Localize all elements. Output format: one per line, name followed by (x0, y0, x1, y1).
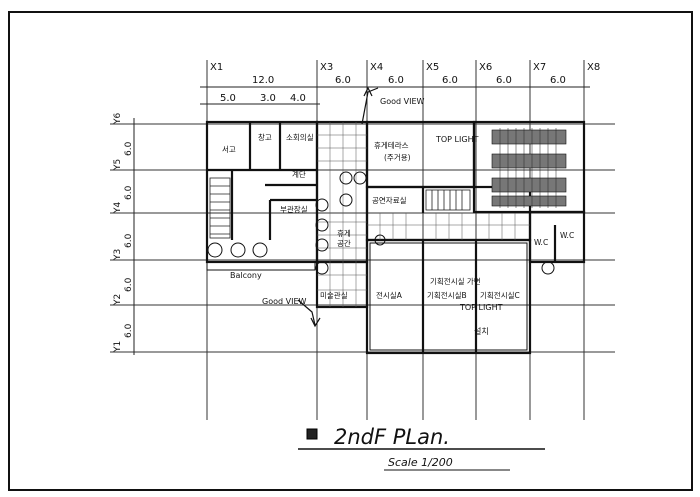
span-left-3: 6.0 (124, 233, 134, 248)
grid-label-y1: Y1 (113, 341, 123, 353)
sub-span-label-1: 5.0 (220, 93, 236, 104)
grid-lines-vertical (206, 60, 585, 420)
grid-label-x1: X1 (210, 62, 223, 73)
room-label-r6: 부관장실 (280, 204, 308, 214)
room-label-r8: 휴게 (337, 228, 351, 238)
skylight-bands (491, 129, 567, 207)
room-label-r15: W.C (560, 231, 574, 240)
room-label-r14: W.C (534, 238, 548, 247)
grid-label-x7: X7 (533, 62, 546, 73)
top-light-label-2: TOP LIGHT (459, 303, 503, 312)
span-label-5: 6.0 (496, 75, 512, 86)
grid-label-x5: X5 (426, 62, 439, 73)
room-label-r5: 계단 (292, 169, 306, 179)
span-label-4: 6.0 (442, 75, 458, 86)
room-labels: 서고 창고 소회의실 계단 부관장실 휴게테라스 (주거용) 공연자료실 휴게 … (222, 132, 574, 300)
stairs (209, 177, 471, 239)
grid-label-x6: X6 (479, 62, 492, 73)
grid-label-x4: X4 (370, 62, 383, 73)
room-label-r9: 미술관실 (320, 290, 348, 300)
top-light-label-2b: 설치 (474, 326, 489, 336)
building-walls (205, 120, 586, 355)
span-label-3: 6.0 (388, 75, 404, 86)
title-marker-square (306, 428, 318, 440)
room-label-r8b: 공간 (337, 238, 351, 248)
room-label-r4b: (주거용) (384, 153, 411, 162)
sub-span-label-3: 4.0 (290, 93, 306, 104)
skylight-hatch (499, 128, 557, 208)
good-view-label-1: Good VIEW (380, 97, 424, 106)
room-label-r4: 휴게테라스 (374, 140, 409, 150)
plant-symbols (207, 171, 555, 275)
good-view-label-2: Good VIEW (262, 297, 306, 306)
grid-label-y3: Y3 (113, 249, 123, 261)
room-label-r13: 기획전시실 가변 (430, 276, 481, 286)
tiled-floor (317, 122, 530, 307)
grid-labels-y: Y1 Y2 Y3 Y4 Y5 Y6 6.0 6.0 6.0 6.0 6.0 (113, 113, 134, 353)
span-label-2: 6.0 (335, 75, 351, 86)
grid-labels-x: X1 X3 X4 X5 X6 X7 X8 (210, 62, 600, 73)
span-left-1: 6.0 (124, 323, 134, 338)
room-label-r10: 전시실A (376, 290, 403, 300)
view-arrows (297, 86, 379, 328)
room-label-r7: 공연자료실 (372, 195, 407, 205)
grid-label-x8: X8 (587, 62, 600, 73)
span-left-5: 6.0 (124, 141, 134, 156)
grid-label-y5: Y5 (113, 159, 123, 171)
grid-label-y2: Y2 (113, 294, 123, 306)
span-label-6: 6.0 (550, 75, 566, 86)
sub-span-label-2: 3.0 (260, 93, 276, 104)
dimension-labels-top: 12.0 6.0 6.0 6.0 6.0 6.0 5.0 3.0 4.0 (220, 75, 566, 104)
annotations: TOP LIGHT TOP LIGHT 설치 Good VIEW Good VI… (230, 97, 503, 336)
span-label-1: 12.0 (252, 75, 274, 86)
room-label-r2: 창고 (258, 133, 272, 142)
room-label-r12: 기획전시실C (480, 290, 520, 300)
grid-label-x3: X3 (320, 62, 333, 73)
span-left-2: 6.0 (124, 277, 134, 292)
dimension-lines (133, 86, 590, 355)
scale-label: Scale 1/200 (388, 456, 453, 469)
grid-label-y4: Y4 (113, 202, 123, 214)
drawing-title: 2ndF PLan. (334, 425, 450, 449)
room-label-r3: 소회의실 (286, 132, 314, 142)
top-light-label-1: TOP LIGHT (435, 135, 479, 144)
grid-label-y6: Y6 (113, 113, 123, 125)
sheet-border (8, 11, 693, 491)
span-left-4: 6.0 (124, 185, 134, 200)
balcony-label: Balcony (230, 271, 262, 280)
room-label-r1: 서고 (222, 145, 236, 154)
room-label-r11: 기획전시실B (427, 290, 467, 300)
balcony-outline (206, 261, 316, 271)
